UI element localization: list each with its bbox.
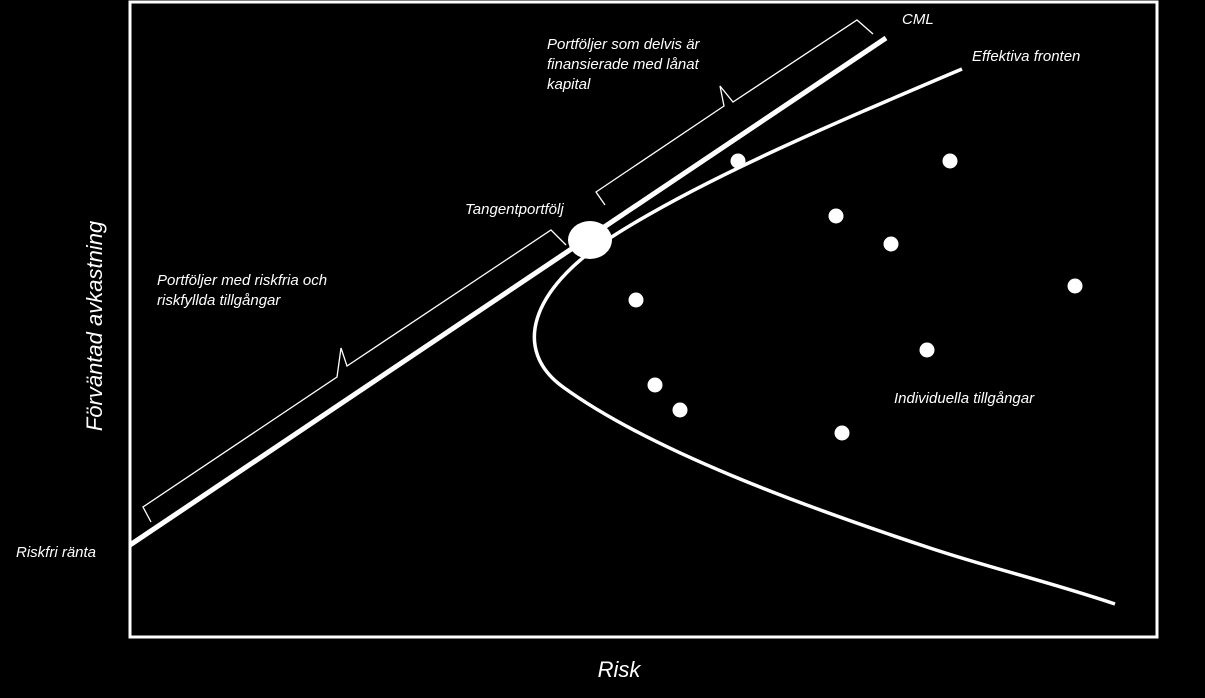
- asset-point: [942, 153, 958, 169]
- asset-point: [647, 377, 663, 393]
- asset-point: [730, 153, 746, 169]
- efficient-frontier-curve: [532, 67, 1116, 606]
- borrowing-label-line-1: Portföljer som delvis är: [547, 36, 701, 53]
- y-axis-label: Förväntad avkastning: [82, 220, 107, 431]
- asset-point: [672, 402, 688, 418]
- brace-borrowing-portfolios: [595, 19, 874, 206]
- plot-frame: [128, 0, 1159, 639]
- efficient-frontier-label: Effektiva fronten: [972, 48, 1080, 65]
- cml-line: [128, 35, 888, 548]
- lending-label-line-2: riskfyllda tillgångar: [157, 292, 281, 309]
- asset-point: [883, 236, 899, 252]
- tangent-portfolio-label: Tangentportfölj: [465, 201, 564, 218]
- asset-point: [828, 208, 844, 224]
- asset-point: [628, 292, 644, 308]
- risk-free-rate-label: Riskfri ränta: [16, 544, 96, 561]
- tangent-portfolio-point: [568, 221, 612, 259]
- asset-point: [1067, 278, 1083, 294]
- lending-label-line-1: Portföljer med riskfria och: [157, 272, 327, 289]
- borrowing-label-line-3: kapital: [547, 76, 591, 93]
- brace-lending-portfolios: [142, 229, 567, 523]
- individual-assets-label: Individuella tillgångar: [894, 390, 1035, 407]
- borrowing-label-line-2: finansierade med lånat: [547, 56, 700, 73]
- asset-point: [919, 342, 935, 358]
- x-axis-label: Risk: [598, 657, 642, 682]
- individual-assets: [628, 153, 1083, 441]
- cml-label: CML: [902, 11, 934, 28]
- asset-point: [834, 425, 850, 441]
